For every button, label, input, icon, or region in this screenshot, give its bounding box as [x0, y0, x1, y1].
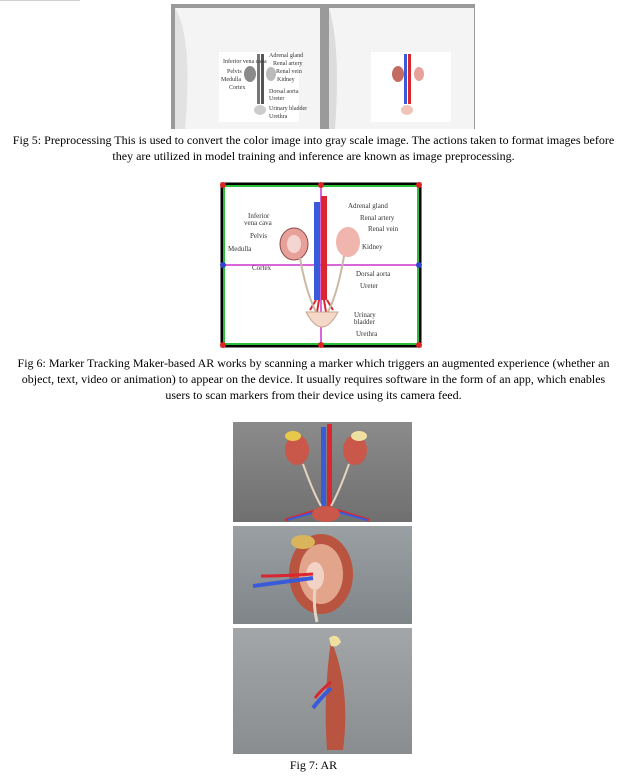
fig5-label-medulla: Medulla	[221, 77, 241, 83]
fig6-label-adrenal-gland: Adrenal gland	[348, 202, 388, 210]
fig5-left-page: Adrenal gland Inferior vena cava Renal a…	[175, 8, 320, 129]
fig6-label-renal-artery: Renal artery	[360, 214, 395, 222]
fig5-label-ureter: Ureter	[269, 96, 285, 102]
fig5-label-adrenal-gland: Adrenal gland	[269, 53, 304, 59]
fig6-diagram-graphics	[220, 182, 422, 348]
fig5-image: Adrenal gland Inferior vena cava Renal a…	[171, 4, 475, 129]
fig6-label-urethra: Urethra	[356, 330, 378, 338]
fig5-left-diagram: Adrenal gland Inferior vena cava Renal a…	[219, 52, 307, 122]
fig6-label-cortex: Cortex	[252, 264, 272, 272]
fig5-right-diagram	[371, 52, 451, 122]
fig6-label-pelvis: Pelvis	[250, 232, 268, 240]
fig7-render-urinary-system	[233, 422, 412, 522]
fig5-label-renal-vein: Renal vein	[276, 69, 302, 75]
fig6-label-vena-cava: vena cava	[244, 219, 272, 227]
fig7-caption: Fig 7: AR	[289, 758, 338, 772]
fig5-caption: Fig 5: Preprocessing This is used to con…	[12, 133, 615, 163]
fig5-label-dorsal-aorta: Dorsal aorta	[269, 89, 299, 95]
fig6-label-medulla: Medulla	[228, 245, 252, 253]
fig5-right-page	[329, 8, 474, 129]
fig5-label-renal-artery: Renal artery	[273, 61, 303, 67]
fig6-label-dorsal-aorta: Dorsal aorta	[356, 270, 391, 278]
fig5-label-kidney: Kidney	[277, 77, 295, 83]
fig5-label-cortex: Cortex	[229, 85, 246, 91]
fig7-render-kidney-side	[233, 628, 412, 754]
fig6-label-ureter: Ureter	[360, 282, 378, 290]
fig5-label-urethra: Urethra	[269, 114, 288, 120]
fig5-label-urinary-bladder: Urinary bladder	[269, 106, 308, 112]
fig5-label-pelvis: Pelvis	[227, 69, 242, 75]
fig5-label-inferior-vena-cava: Inferior vena cava	[223, 59, 267, 65]
fig6-label-bladder: bladder	[354, 318, 375, 326]
fig6-caption: Fig 6: Marker Tracking Maker-based AR wo…	[17, 356, 610, 402]
fig7-render-kidney-section	[233, 526, 412, 624]
fig6-image: Adrenal gland Inferior vena cava Renal a…	[220, 182, 422, 348]
left-page-curl	[175, 8, 188, 129]
top-rule	[0, 0, 80, 1]
right-page-curl	[329, 8, 337, 129]
fig6-label-kidney: Kidney	[362, 243, 383, 251]
fig6-label-renal-vein: Renal vein	[368, 225, 399, 233]
fig6-label-urinary: Urinary	[354, 311, 376, 319]
fig6-label-inferior: Inferior	[248, 212, 270, 220]
